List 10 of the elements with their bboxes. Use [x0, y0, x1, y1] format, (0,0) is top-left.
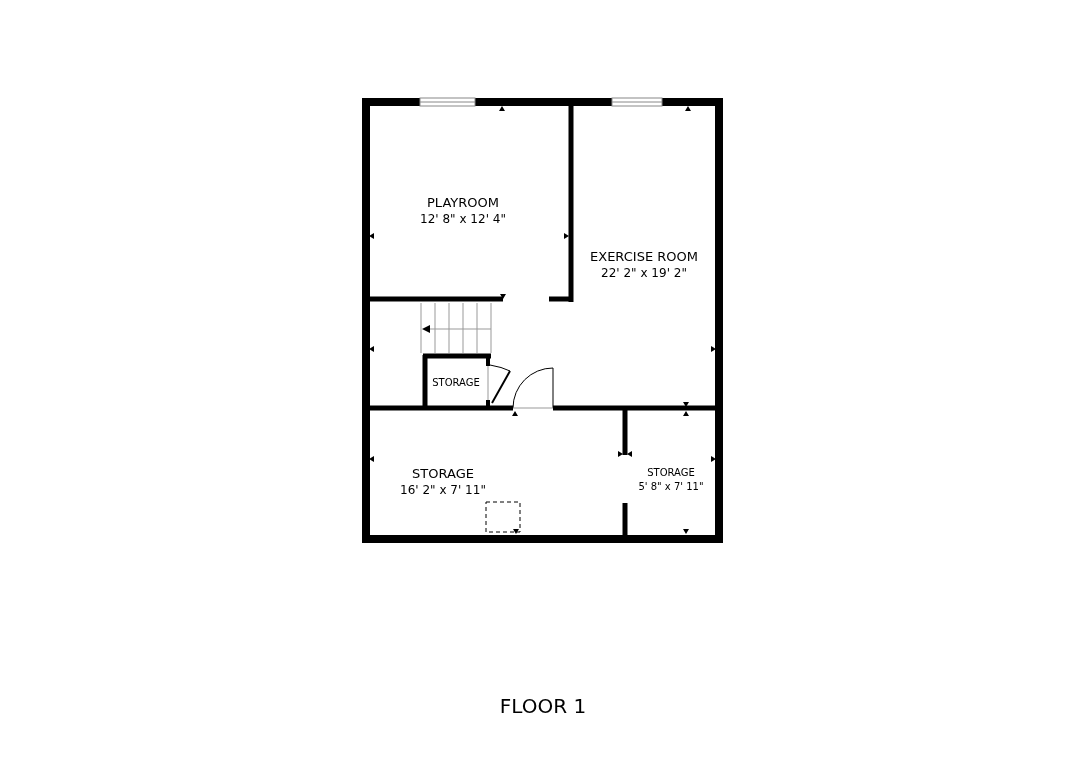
room-name: STORAGE — [432, 376, 480, 390]
room-name: EXERCISE ROOM — [590, 249, 698, 265]
room-dimensions: 22' 2" x 19' 2" — [601, 265, 687, 281]
room-name: STORAGE — [412, 466, 474, 482]
floor-caption: FLOOR 1 — [499, 694, 587, 718]
room-dimensions: 5' 8" x 7' 11" — [638, 480, 704, 494]
room-dimensions: 12' 8" x 12' 4" — [420, 211, 506, 227]
room-dimensions: 16' 2" x 7' 11" — [400, 482, 486, 498]
room-name: STORAGE — [647, 466, 695, 480]
room-name: PLAYROOM — [427, 195, 499, 211]
